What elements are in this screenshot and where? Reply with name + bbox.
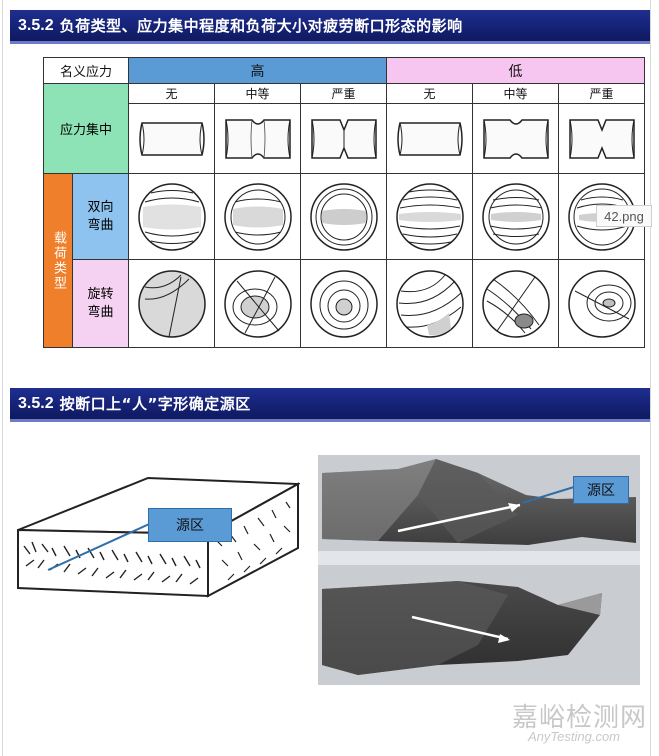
filename-tooltip: 42.png <box>596 205 652 227</box>
fracture-circle <box>567 269 636 338</box>
source-zone-callout: 源区 <box>573 476 629 504</box>
bending-medium-high <box>214 173 301 260</box>
level-label: 中等 <box>214 82 301 105</box>
rotating-severe-low <box>558 259 645 348</box>
section-title: 按断口上“人”字形确定源区 <box>59 395 251 413</box>
rotating-medium-high <box>214 259 301 348</box>
fracture-circle <box>395 269 464 338</box>
specimen-drawing <box>224 118 291 159</box>
section-number: 3.5.2 <box>18 16 54 34</box>
specimen-drawing <box>482 118 549 159</box>
watermark-en: AnyTesting.com <box>528 729 621 744</box>
specimen-drawing <box>310 118 377 159</box>
high-stress-header: 高 <box>128 57 387 84</box>
specimen-none-low <box>386 103 473 174</box>
level-label: 中等 <box>472 82 559 105</box>
level-label: 严重 <box>558 82 645 105</box>
level-label: 严重 <box>300 82 387 105</box>
level-label: 无 <box>128 82 215 105</box>
bending-label: 双向弯曲 <box>72 173 129 260</box>
page-border-right <box>650 0 651 756</box>
fracture-circle <box>395 182 464 251</box>
specimen-medium-low <box>472 103 559 174</box>
section-number: 3.5.2 <box>18 394 54 412</box>
specimen-drawing <box>396 121 463 156</box>
plate-sketch <box>17 476 300 598</box>
section-banner-1: 3.5.2 负荷类型、应力集中程度和负荷大小对疲劳断口形态的影响 <box>10 10 650 44</box>
level-label: 无 <box>386 82 473 105</box>
specimen-drawing <box>568 118 635 159</box>
specimen-drawing <box>138 121 205 156</box>
bending-none-low <box>386 173 473 260</box>
fatigue-fracture-table: 名义应力 高 低 应力集中 无 中等 严重 无 中等 严重 <box>43 57 645 348</box>
specimen-medium-high <box>214 103 301 174</box>
specimen-none-high <box>128 103 215 174</box>
fracture-circle <box>137 269 206 338</box>
bending-none-high <box>128 173 215 260</box>
nominal-stress-header: 名义应力 <box>43 57 129 84</box>
load-type-label: 载荷类型 <box>43 173 73 348</box>
rotating-none-high <box>128 259 215 348</box>
fracture-circle <box>309 182 378 251</box>
fracture-circle <box>481 269 550 338</box>
page-border-left <box>2 0 3 756</box>
bending-severe-high <box>300 173 387 260</box>
fracture-photo <box>318 455 640 685</box>
low-stress-header: 低 <box>386 57 645 84</box>
rotating-none-low <box>386 259 473 348</box>
fracture-circle <box>223 269 292 338</box>
fracture-circle <box>309 269 378 338</box>
fracture-circle <box>137 182 206 251</box>
load-type-text: 载荷类型 <box>51 230 66 291</box>
stress-concentration-label: 应力集中 <box>43 83 129 174</box>
specimen-severe-high <box>300 103 387 174</box>
rotating-label: 旋转弯曲 <box>72 259 129 348</box>
rotating-medium-low <box>472 259 559 348</box>
source-zone-callout: 源区 <box>148 508 232 542</box>
rotating-severe-high <box>300 259 387 348</box>
watermark-cn: 嘉峪检测网 <box>512 703 648 733</box>
specimen-severe-low <box>558 103 645 174</box>
bending-medium-low <box>472 173 559 260</box>
fracture-circle <box>481 182 550 251</box>
fracture-circle <box>223 182 292 251</box>
section-title: 负荷类型、应力集中程度和负荷大小对疲劳断口形态的影响 <box>59 17 463 35</box>
section-banner-2: 3.5.2 按断口上“人”字形确定源区 <box>10 388 650 422</box>
